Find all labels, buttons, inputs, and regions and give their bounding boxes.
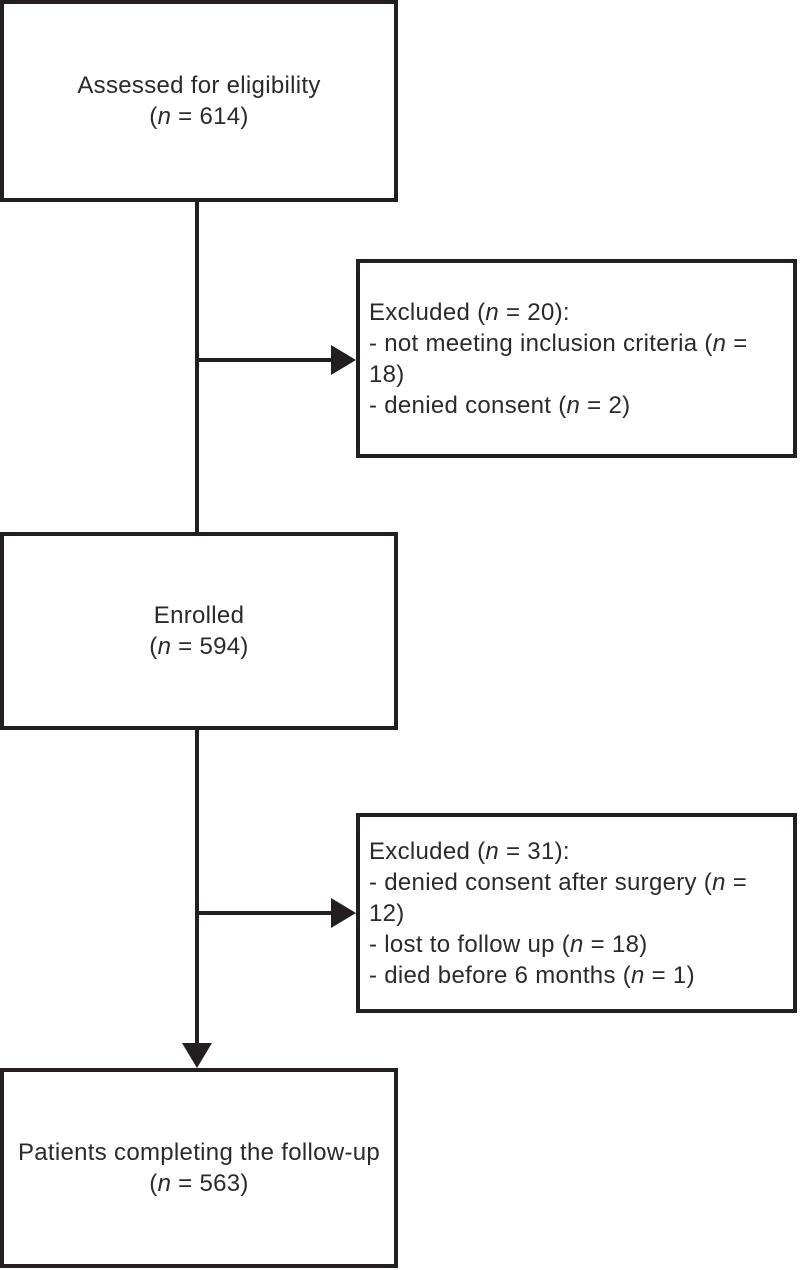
box-assessed-line: Assessed for eligibility — [77, 72, 321, 99]
arrow-branch-excluded-1-head — [331, 345, 356, 375]
box-enrolled: Enrolled (n = 594) — [0, 532, 398, 730]
box-excluded-1: Excluded (n = 20): - not meeting inclusi… — [356, 259, 797, 458]
box-assessed-count: (n = 614) — [149, 103, 249, 130]
box-excluded-1-title: Excluded (n = 20): — [369, 298, 570, 326]
arrow-to-completed-head — [182, 1043, 212, 1068]
box-excluded-2-reason: - lost to follow up (n = 18) — [369, 930, 648, 958]
box-completed-line: Patients completing the follow-up — [17, 1139, 381, 1166]
box-completed-count: (n = 563) — [149, 1170, 249, 1197]
connector-enrolled-to-completed — [195, 730, 199, 1046]
box-enrolled-count: (n = 594) — [149, 633, 249, 660]
connector-assessed-to-enrolled — [195, 202, 199, 532]
box-excluded-2-title: Excluded (n = 31): — [369, 837, 570, 865]
box-patients-completing-follow-up: Patients completing the follow-up (n = 5… — [0, 1068, 398, 1268]
box-excluded-2-reason: - denied consent after surgery (n = 12) — [369, 868, 748, 927]
box-enrolled-line: Enrolled — [153, 602, 245, 629]
box-excluded-2-reason: - died before 6 months (n = 1) — [369, 961, 695, 989]
arrow-branch-excluded-2-head — [331, 898, 356, 928]
arrow-branch-excluded-2-shaft — [195, 911, 333, 915]
box-excluded-2: Excluded (n = 31): - denied consent afte… — [356, 813, 797, 1013]
arrow-branch-excluded-1-shaft — [195, 358, 333, 362]
box-excluded-1-reason: - not meeting inclusion criteria (n = 18… — [369, 329, 748, 388]
box-excluded-1-reason: - denied consent (n = 2) — [369, 391, 631, 419]
box-assessed-for-eligibility: Assessed for eligibility (n = 614) — [0, 0, 398, 202]
